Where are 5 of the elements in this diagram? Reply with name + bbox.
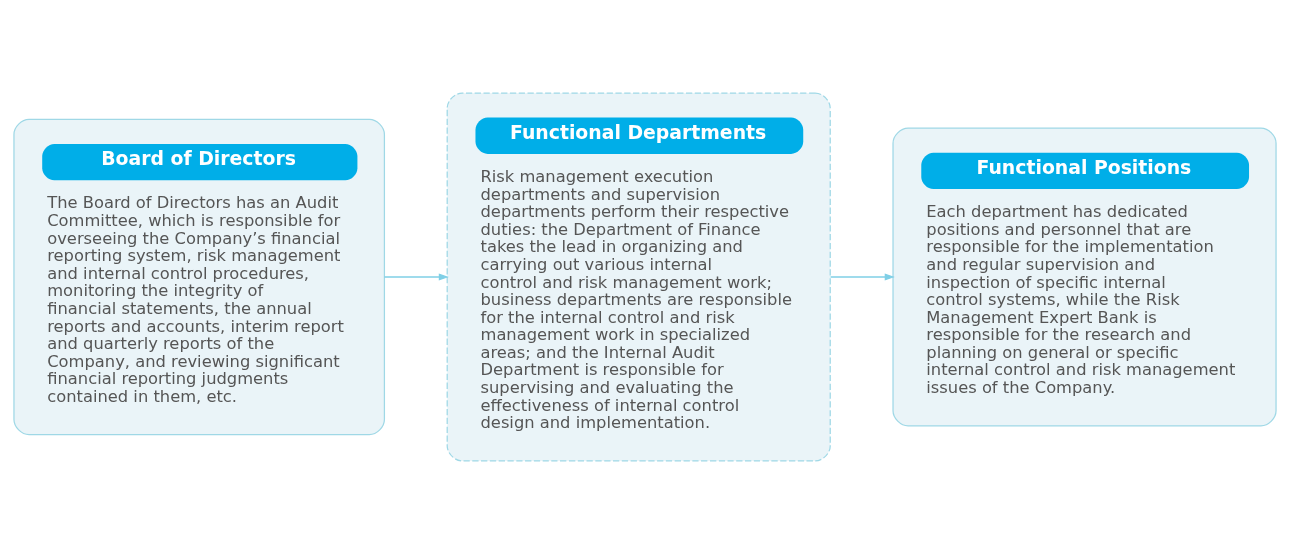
node-box: Functional Departments Risk management execution departments and supervision departments perform their respective duties: the Department of Finance takes the lead in organizing and carrying out various internal control and risk management work; business departments are responsible for the internal control and risk management work in specialized areas; and the Internal Audit Department is responsible for supervising and evaluating the effectiveness of internal control design and implementation. (446, 91, 831, 462)
arrow (829, 272, 895, 281)
node-box: Board of Directors The Board of Directors has an Audit Committee, which is responsible for overseeing the Company’s financial reporting system, risk management and internal control procedures, monitoring the integrity of financial statements, the annual reports and accounts, interim report and quarterly reports of the Company, and reviewing significant financial reporting judgments contained in them, etc. (13, 118, 386, 435)
arrow (383, 272, 449, 281)
node-box: Functional Positions Each department has dedicated positions and personnel that are responsible for the implementation and regular supervision and inspection of specific internal control systems, while the Risk Management Expert Bank is responsible for the research and planning on general or specific internal control and risk management issues of the Company. (892, 127, 1277, 426)
